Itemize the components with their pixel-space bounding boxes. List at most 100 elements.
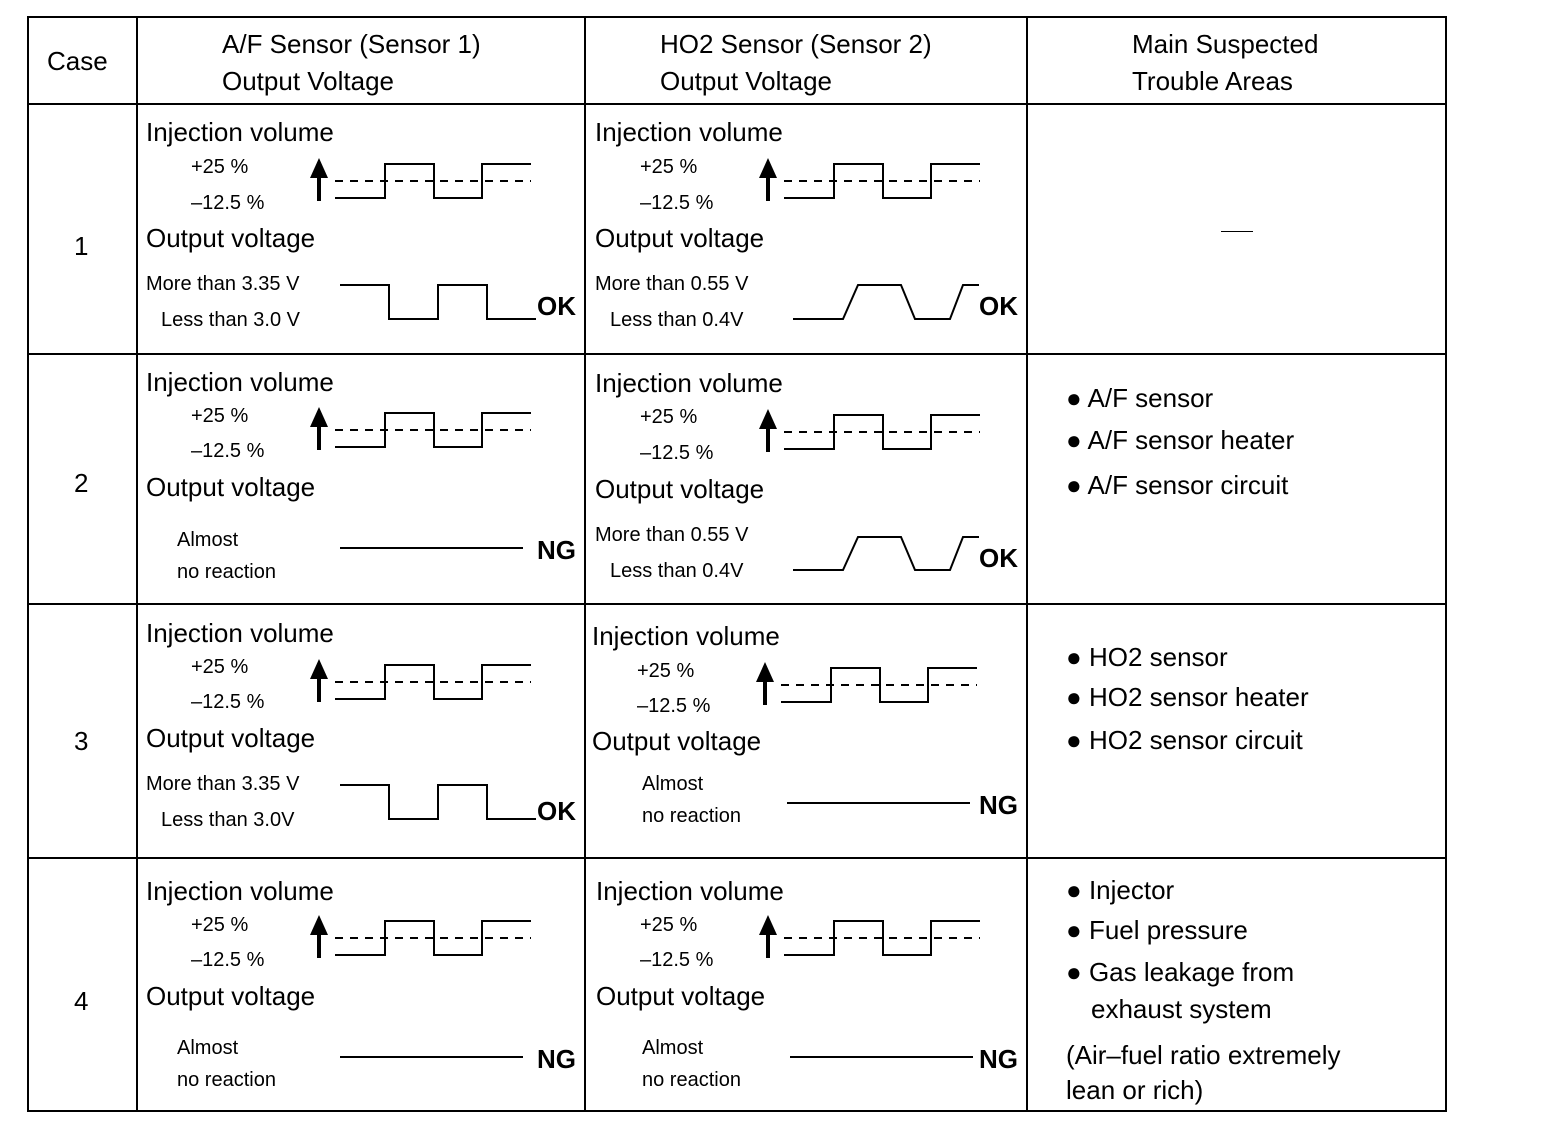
header-ho2-line1: HO2 Sensor (Sensor 2) [660, 29, 932, 59]
no-reaction-line2: no reaction [642, 805, 741, 827]
trouble-item: ● HO2 sensor [1066, 642, 1228, 672]
output-voltage-wave [793, 536, 979, 571]
plus25-label: +25 % [640, 406, 698, 428]
up-arrow-head-icon [759, 915, 777, 935]
plus25-label: +25 % [191, 405, 249, 427]
trouble-item-label: HO2 sensor heater [1088, 682, 1309, 712]
output-voltage-label: Output voltage [146, 223, 316, 253]
header-trouble-line2: Trouble Areas [1132, 66, 1293, 96]
injection-pulse-wave [335, 412, 531, 448]
plus25-label: +25 % [191, 656, 249, 678]
plus25-label: +25 % [191, 156, 249, 178]
output-voltage-wave [340, 284, 536, 320]
no-reaction-line2: no reaction [177, 561, 276, 583]
minus125-label: –12.5 % [191, 192, 265, 214]
no-reaction-line2: no reaction [177, 1069, 276, 1091]
result-ok: OK [979, 543, 1018, 573]
injection-volume-label: Injection volume [596, 876, 784, 906]
voltage-high-label: More than 3.35 V [146, 273, 300, 295]
case-number: 1 [74, 231, 89, 261]
injection-pulse-wave [784, 920, 980, 956]
header-af-line1: A/F Sensor (Sensor 1) [222, 29, 481, 59]
injection-pulse-wave [784, 163, 980, 199]
trouble-item: ● Gas leakage from [1066, 957, 1295, 987]
case-number: 4 [74, 986, 89, 1016]
trouble-item: ● A/F sensor [1066, 383, 1214, 413]
voltage-high-label: More than 0.55 V [595, 524, 749, 546]
no-reaction-line2: no reaction [642, 1069, 741, 1091]
up-arrow-head-icon [310, 158, 328, 178]
header-case: Case [47, 46, 108, 76]
trouble-note-line1: (Air–fuel ratio extremely [1066, 1040, 1341, 1070]
injection-volume-label: Injection volume [146, 117, 334, 147]
plus25-label: +25 % [637, 660, 695, 682]
trouble-item-label: HO2 sensor [1088, 642, 1228, 672]
result-ng: NG [537, 535, 576, 565]
no-reaction-line1: Almost [642, 773, 704, 795]
injection-pulse-wave [335, 163, 531, 199]
no-trouble-dash [1221, 231, 1253, 232]
plus25-label: +25 % [640, 156, 698, 178]
trouble-item: ● A/F sensor heater [1066, 425, 1295, 455]
trouble-item: ● Injector [1066, 875, 1175, 905]
result-ng: NG [537, 1044, 576, 1074]
up-arrow-head-icon [310, 407, 328, 427]
plus25-label: +25 % [640, 914, 698, 936]
trouble-item-label: Injector [1088, 875, 1175, 905]
up-arrow-head-icon [310, 915, 328, 935]
header-ho2-line2: Output Voltage [660, 66, 833, 96]
output-voltage-label: Output voltage [595, 474, 765, 504]
voltage-low-label: Less than 3.0 V [161, 309, 300, 331]
trouble-item: ● Fuel pressure [1066, 915, 1248, 945]
trouble-item: ● HO2 sensor circuit [1066, 725, 1303, 755]
no-reaction-line1: Almost [177, 529, 239, 551]
result-ng: NG [979, 790, 1018, 820]
case-number: 2 [74, 468, 89, 498]
injection-volume-label: Injection volume [146, 876, 334, 906]
voltage-low-label: Less than 0.4V [610, 560, 744, 582]
header-trouble-line1: Main Suspected [1132, 29, 1319, 59]
trouble-item: ● HO2 sensor heater [1066, 682, 1309, 712]
trouble-item-label: A/F sensor [1087, 383, 1214, 413]
trouble-item-continued: exhaust system [1091, 994, 1272, 1024]
output-voltage-label: Output voltage [146, 472, 316, 502]
voltage-high-label: More than 0.55 V [595, 273, 749, 295]
up-arrow-head-icon [310, 659, 328, 679]
minus125-label: –12.5 % [637, 695, 711, 717]
injection-volume-label: Injection volume [595, 368, 783, 398]
injection-pulse-wave [335, 664, 531, 700]
header-af-line2: Output Voltage [222, 66, 395, 96]
case-number: 3 [74, 726, 89, 756]
trouble-item-label: Fuel pressure [1088, 915, 1248, 945]
trouble-item-label: A/F sensor heater [1087, 425, 1295, 455]
output-voltage-wave [340, 784, 536, 820]
output-voltage-label: Output voltage [595, 223, 765, 253]
injection-volume-label: Injection volume [592, 621, 780, 651]
plus25-label: +25 % [191, 914, 249, 936]
minus125-label: –12.5 % [191, 440, 265, 462]
trouble-note-line2: lean or rich) [1066, 1075, 1204, 1105]
output-voltage-label: Output voltage [146, 981, 316, 1011]
no-reaction-line1: Almost [177, 1037, 239, 1059]
minus125-label: –12.5 % [191, 691, 265, 713]
minus125-label: –12.5 % [640, 949, 714, 971]
output-voltage-label: Output voltage [592, 726, 762, 756]
trouble-item-label: A/F sensor circuit [1087, 470, 1289, 500]
minus125-label: –12.5 % [191, 949, 265, 971]
injection-volume-label: Injection volume [146, 618, 334, 648]
result-ok: OK [979, 291, 1018, 321]
output-voltage-wave [793, 284, 979, 320]
trouble-item-label: HO2 sensor circuit [1088, 725, 1303, 755]
up-arrow-head-icon [756, 662, 774, 682]
minus125-label: –12.5 % [640, 442, 714, 464]
result-ok: OK [537, 796, 576, 826]
voltage-high-label: More than 3.35 V [146, 773, 300, 795]
up-arrow-head-icon [759, 158, 777, 178]
voltage-low-label: Less than 0.4V [610, 309, 744, 331]
injection-volume-label: Injection volume [146, 367, 334, 397]
trouble-item: ● A/F sensor circuit [1066, 470, 1289, 500]
injection-pulse-wave [784, 414, 980, 450]
result-ng: NG [979, 1044, 1018, 1074]
up-arrow-head-icon [759, 409, 777, 429]
